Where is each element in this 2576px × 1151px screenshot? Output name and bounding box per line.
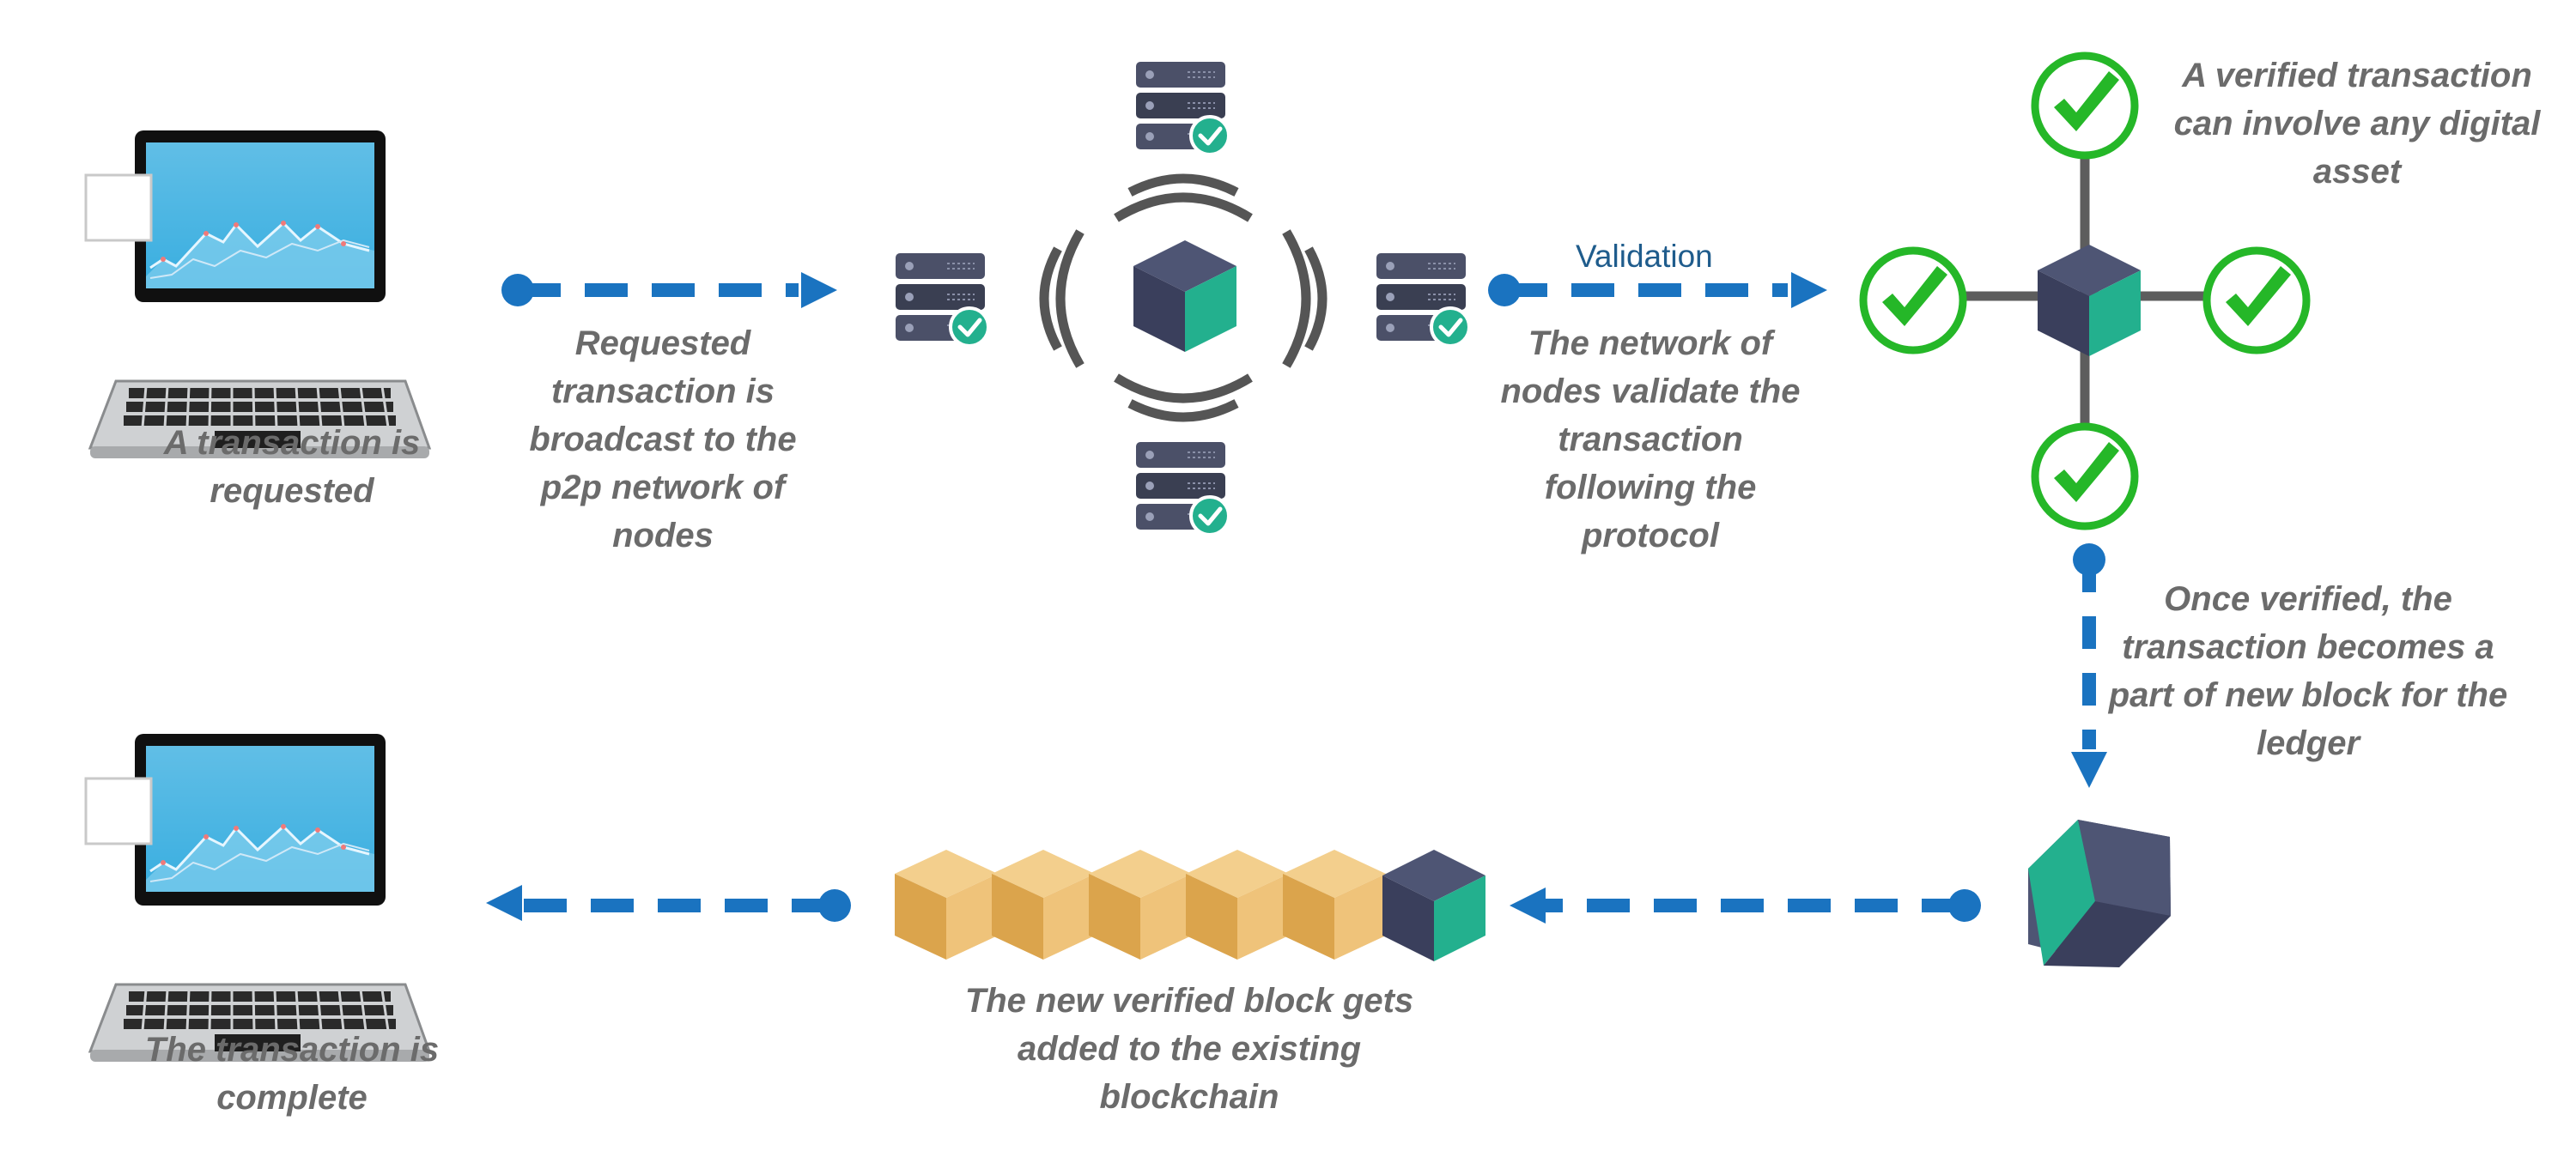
- arrow-down-to-block: [2071, 543, 2107, 788]
- caption-broadcast: Requested transaction is broadcast to th…: [529, 324, 797, 554]
- broadcast-wave-icon: [1039, 173, 1327, 422]
- validation-label: Validation: [1576, 239, 1713, 274]
- arrow-validation: [1488, 272, 1827, 308]
- caption-transaction-requested: A transaction is requested: [163, 424, 421, 510]
- blockchain-block-cube-icon-new: [1382, 850, 1485, 961]
- green-checkmark-icon-bottom: [2035, 427, 2135, 526]
- arrow-block-to-chain: [1510, 887, 1981, 924]
- block-gold-2: [992, 850, 1095, 960]
- arrow-broadcast: [501, 272, 837, 308]
- caption-once-verified: Once verified, the transaction becomes a…: [2108, 580, 2508, 762]
- p2p-network: [896, 62, 1469, 535]
- blockchain-block-cube-icon-verified: [2038, 245, 2141, 356]
- block-gold-1: [895, 850, 998, 960]
- arrow-chain-to-recipient: [486, 885, 851, 922]
- caption-new-block-added: The new verified block gets added to the…: [964, 982, 1414, 1116]
- server-icon-right: [1376, 253, 1469, 346]
- laptop-icon-recipient: [84, 732, 431, 1063]
- new-block: [2028, 820, 2171, 967]
- server-icon-bottom: [1136, 442, 1229, 535]
- verified-transaction-group: [1863, 56, 2306, 526]
- green-checkmark-icon-top: [2035, 56, 2135, 155]
- server-icon-top: [1136, 62, 1229, 154]
- green-checkmark-icon-left: [1863, 251, 1963, 350]
- caption-verified-any-asset: A verified transaction can involve any d…: [2173, 57, 2541, 191]
- block-gold-3: [1089, 850, 1192, 960]
- caption-transaction-complete: The transaction is complete: [144, 1031, 440, 1117]
- blockchain: [895, 850, 1485, 961]
- server-icon-left: [896, 253, 988, 346]
- block-gold-5: [1283, 850, 1386, 960]
- laptop-icon-requester: [84, 129, 431, 460]
- caption-network-validate: The network of nodes validate the transa…: [1500, 324, 1801, 554]
- block-gold-4: [1186, 850, 1289, 960]
- green-checkmark-icon-right: [2207, 251, 2306, 350]
- blockchain-block-cube-icon-network: [1133, 240, 1236, 352]
